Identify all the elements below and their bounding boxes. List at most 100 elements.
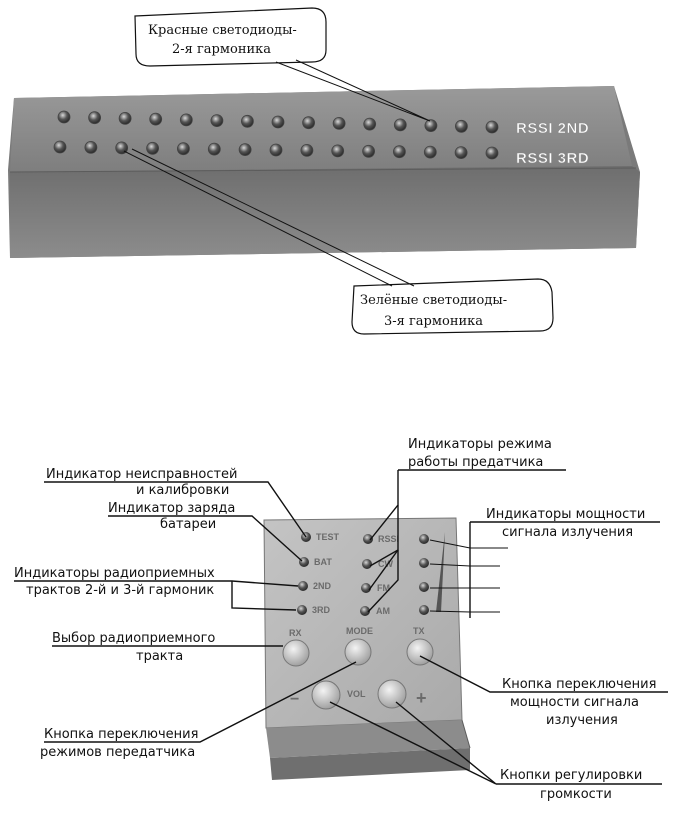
leader-line (470, 547, 508, 613)
red-led-row (57, 110, 499, 134)
callout-battery-line-1: Индикатор заряда (108, 501, 235, 516)
leader-line (419, 655, 668, 693)
callout-rx-select-line-2: тракта (136, 649, 183, 664)
callout-power-button-line-3: излучения (546, 713, 618, 728)
callout-bubble (134, 7, 327, 67)
callout-tx-mode-line-2: работы предатчика (408, 455, 543, 470)
callout-battery-indicator: Индикатор заряда батареи (108, 501, 303, 562)
button-label-rx: RX (289, 628, 302, 638)
led-test: TEST (301, 532, 340, 542)
red-led (363, 117, 377, 131)
callout-green-leds: Зелёные светодиоды- 3-я гармоника (123, 148, 554, 335)
callout-bubble (351, 278, 554, 335)
green-led (300, 143, 314, 157)
control-panel: TEST BAT 2ND 3RD RSSI CW FM AM (263, 517, 471, 780)
callout-fault-line-1: Индикатор неисправностей (46, 467, 237, 482)
leader-line (44, 661, 357, 743)
callout-pointer (275, 59, 431, 122)
red-led (271, 115, 285, 129)
volume-up-button[interactable] (377, 679, 407, 709)
tx-button[interactable] (406, 638, 434, 666)
led-label-cw: CW (378, 559, 393, 569)
callout-rx-select: Выбор радиоприемного тракта (52, 631, 283, 664)
green-led (146, 141, 160, 155)
led-icon (298, 581, 308, 591)
red-led (210, 114, 224, 127)
leader-line (429, 610, 471, 613)
callout-battery-line-2: батареи (160, 517, 216, 532)
callout-red-line-1: Красные светодиоды- (148, 23, 297, 38)
led-rssi: RSSI (363, 534, 399, 544)
red-led (424, 119, 438, 132)
callout-mode-button: Кнопка переключения режимов передатчика (40, 661, 357, 760)
callout-power-indicators: Индикаторы мощности сигнала излучения (429, 507, 660, 618)
led-icon (362, 559, 372, 569)
led-icon (297, 605, 307, 615)
leader-line (367, 550, 399, 613)
green-led (454, 146, 468, 160)
leader-line (429, 539, 471, 549)
callout-power-button: Кнопка переключения мощности сигнала изл… (419, 655, 668, 728)
red-led (179, 113, 193, 127)
led-strip-device: RSSI 2ND RSSI 3RD (8, 86, 640, 258)
led-icon (363, 534, 373, 544)
led-label-fm: FM (377, 583, 390, 593)
callout-pointer (123, 148, 415, 287)
green-led (84, 140, 98, 154)
callout-power-ind-line-1: Индикаторы мощности (486, 507, 645, 522)
callout-tx-mode-line-1: Индикаторы режима (408, 437, 552, 452)
led-label-2nd: 2ND (313, 581, 332, 591)
callout-fault-indicator: Индикатор неисправностей и калибровки (44, 467, 307, 538)
led-icon (361, 583, 371, 593)
mode-button[interactable] (344, 638, 372, 666)
green-led (392, 145, 406, 159)
red-led (485, 120, 499, 134)
leader-line (44, 481, 307, 538)
green-led (423, 145, 437, 159)
leader-line (368, 549, 399, 591)
red-led (332, 117, 346, 130)
callout-tx-mode-indicators: Индикаторы режима работы предатчика (367, 437, 566, 613)
green-led (331, 144, 345, 158)
led-label-rssi: RSSI (378, 534, 399, 544)
callout-green-line-2: 3-я гармоника (384, 314, 483, 329)
callout-mode-line-2: режимов передатчика (40, 745, 195, 760)
row-label-rssi-3rd: RSSI 3RD (516, 150, 589, 167)
red-led (393, 118, 407, 132)
led-icon (299, 557, 309, 567)
volume-down-button[interactable] (311, 680, 341, 710)
red-led (454, 119, 468, 133)
led-2nd: 2ND (298, 581, 332, 591)
volume-minus-sign: − (290, 691, 299, 708)
callout-volume-buttons: Кнопки регулировки громкости (329, 701, 662, 802)
green-led (238, 143, 252, 157)
led-3rd: 3RD (297, 605, 331, 615)
power-scale-wedge (436, 532, 445, 612)
callout-green-line-1: Зелёные светодиоды- (360, 293, 507, 308)
leader-line (329, 701, 497, 785)
green-led-row (53, 140, 499, 160)
power-led-column (419, 532, 445, 615)
callout-fault-line-2: и калибровки (136, 483, 229, 498)
callout-red-line-2: 2-я гармоника (172, 42, 271, 57)
rx-button[interactable] (282, 639, 310, 667)
power-led-1 (419, 534, 429, 544)
led-cw: CW (362, 559, 393, 569)
callout-power-button-line-2: мощности сигнала (510, 695, 639, 710)
green-led (53, 140, 67, 154)
green-led (269, 143, 283, 157)
led-label-bat: BAT (314, 557, 332, 567)
leader-line (429, 563, 471, 567)
callout-rx-select-line-1: Выбор радиоприемного (52, 631, 215, 646)
led-fm: FM (361, 583, 390, 593)
led-label-am: AM (376, 606, 390, 616)
callout-volume-line-2: громкости (540, 787, 612, 802)
callout-volume-line-1: Кнопки регулировки (500, 768, 642, 783)
button-label-tx: TX (413, 626, 425, 636)
volume-label: VOL (347, 689, 366, 699)
leader-line (108, 515, 303, 562)
power-led-2 (419, 558, 429, 568)
led-icon (360, 606, 370, 616)
power-led-4 (419, 605, 429, 615)
